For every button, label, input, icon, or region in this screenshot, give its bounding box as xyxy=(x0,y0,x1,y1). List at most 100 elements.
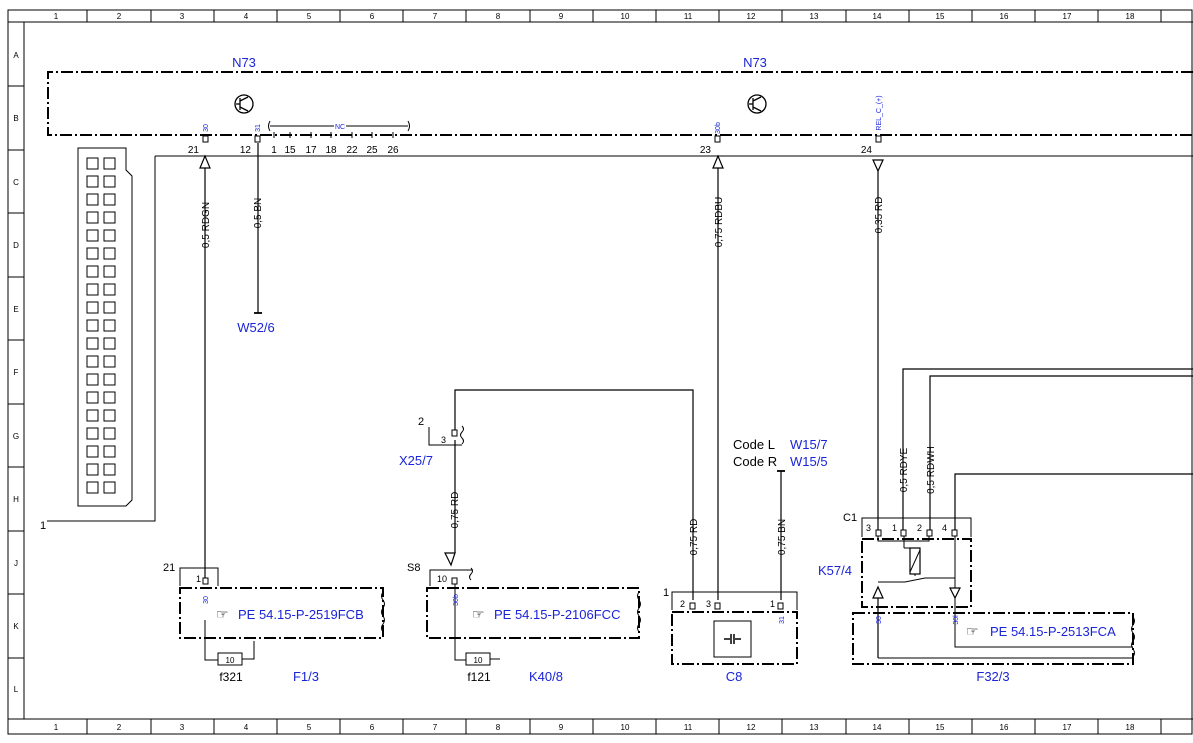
col-label: 2 xyxy=(117,723,122,732)
c8-number: 1 xyxy=(663,587,669,599)
nc-pin: 25 xyxy=(366,145,378,156)
fuse-box-pin: 1 xyxy=(196,574,201,584)
col-label: 1 xyxy=(54,12,59,21)
nc-label: NC xyxy=(335,124,345,131)
wire-label: 0,75 RD xyxy=(450,492,461,529)
col-label: 9 xyxy=(559,723,564,732)
c8-pin: 3 xyxy=(706,599,711,609)
pin-number: 21 xyxy=(188,145,200,156)
pin-terminal-label: REL_C_(+) xyxy=(876,95,883,130)
pin-number: 12 xyxy=(240,145,252,156)
wire-label: 0,35 RD xyxy=(874,197,885,234)
nc-bracket xyxy=(268,120,410,138)
col-label: 14 xyxy=(873,12,882,21)
row-label: B xyxy=(13,114,18,123)
row-label: H xyxy=(13,495,19,504)
x25-number: 2 xyxy=(418,416,424,428)
wire-label: 0,5 RDGN xyxy=(201,202,212,248)
wire-23 xyxy=(712,154,724,600)
f323-pin: 2 xyxy=(917,523,922,533)
capacitor-icon xyxy=(724,634,741,644)
wire-rdye-rdwh xyxy=(902,368,1193,530)
code-r-text: Code R xyxy=(733,454,777,469)
wire-21 xyxy=(199,154,211,578)
row-label: E xyxy=(13,305,18,314)
nc-pin: 1 xyxy=(271,145,277,156)
fuse-box-label: F1/3 xyxy=(293,669,319,684)
col-label: 18 xyxy=(1126,723,1135,732)
transistor-icon xyxy=(747,94,767,114)
fuse-box-pin: 10 xyxy=(437,574,447,584)
col-label: 4 xyxy=(244,12,249,21)
fuse-box-ref[interactable]: PE 54.15-P-2519FCB xyxy=(238,607,364,622)
module-label-right: N73 xyxy=(743,55,767,70)
f323-connector: C1 xyxy=(843,512,857,524)
fuse-value: 10 xyxy=(226,656,235,665)
wire-label: 0,75 RDBU xyxy=(714,197,725,248)
x25-pin: 3 xyxy=(441,435,446,445)
wire-12 xyxy=(254,143,262,314)
col-label: 13 xyxy=(810,12,819,21)
col-label: 11 xyxy=(684,12,693,21)
ground-point-label: W52/6 xyxy=(237,320,275,335)
drawing-frame xyxy=(7,9,1193,735)
fuse-box-terminal: 30b xyxy=(453,594,460,606)
x25-label: X25/7 xyxy=(399,453,433,468)
c8-label: C8 xyxy=(726,669,743,684)
fuse-box-label: K40/8 xyxy=(529,669,563,684)
row-label: F xyxy=(14,368,19,377)
reference-hand-icon: ☞ xyxy=(472,606,485,622)
f323-terminal: 30l xyxy=(953,615,960,625)
col-label: 16 xyxy=(1000,723,1009,732)
col-label: 11 xyxy=(684,723,693,732)
col-label: 13 xyxy=(810,723,819,732)
col-label: 7 xyxy=(433,723,438,732)
col-label: 12 xyxy=(747,723,756,732)
wire-label: 0,75 BN xyxy=(777,519,788,555)
column-labels-top: 1 2 3 4 5 6 7 8 9 10 11 12 13 14 15 16 1… xyxy=(54,12,1135,21)
f323-ref[interactable]: PE 54.15-P-2513FCA xyxy=(990,624,1116,639)
col-label: 9 xyxy=(559,12,564,21)
col-label: 10 xyxy=(621,12,630,21)
pin-terminal-label: 30b xyxy=(715,122,722,134)
wire-24 xyxy=(872,159,884,530)
pin-number: 24 xyxy=(861,145,873,156)
c8-pin: 1 xyxy=(770,599,775,609)
code-l-ref: W15/7 xyxy=(790,437,828,452)
row-label: G xyxy=(13,432,19,441)
f323-label: F32/3 xyxy=(976,669,1009,684)
module-n73-boundary xyxy=(47,71,1193,136)
code-l-text: Code L xyxy=(733,437,775,452)
col-label: 1 xyxy=(54,723,59,732)
row-label: A xyxy=(13,51,19,60)
col-label: 15 xyxy=(936,723,945,732)
transistor-icon xyxy=(234,94,254,114)
fuse-box-k408 xyxy=(426,552,641,666)
fuse-box-f13 xyxy=(179,567,385,666)
component-f323 xyxy=(852,517,1135,665)
code-r-ref: W15/5 xyxy=(790,454,828,469)
fuse-box-number: 21 xyxy=(163,562,175,574)
col-label: 3 xyxy=(180,723,185,732)
col-label: 8 xyxy=(496,12,501,21)
module-pin-markers xyxy=(202,135,882,143)
connector-housing xyxy=(77,147,133,507)
reference-hand-icon: ☞ xyxy=(216,606,229,622)
wire-x25-to-c8 xyxy=(454,389,694,600)
pin-terminal-label: 30 xyxy=(203,124,210,132)
row-label: K xyxy=(13,622,19,631)
column-labels-bottom: 1 2 3 4 5 6 7 8 9 10 11 12 13 14 15 16 1… xyxy=(54,723,1135,732)
row-label: L xyxy=(14,685,19,694)
fuse-name: f321 xyxy=(219,670,243,684)
col-label: 10 xyxy=(621,723,630,732)
component-c8 xyxy=(671,591,798,665)
pin-number: 23 xyxy=(700,145,712,156)
fuse-box-ref[interactable]: PE 54.15-P-2106FCC xyxy=(494,607,620,622)
wire-label: 0,75 RD xyxy=(689,519,700,556)
f323-terminal: 30 xyxy=(876,616,883,624)
col-label: 6 xyxy=(370,723,375,732)
nc-pin: 22 xyxy=(346,145,358,156)
col-label: 8 xyxy=(496,723,501,732)
f323-pin: 4 xyxy=(942,523,947,533)
